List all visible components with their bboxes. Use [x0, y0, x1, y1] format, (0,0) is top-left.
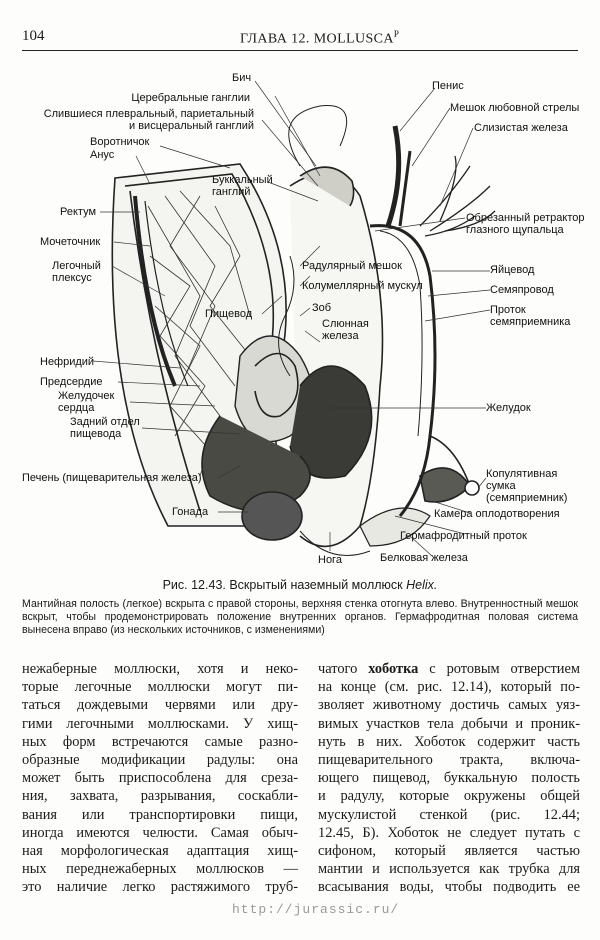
label-posterior-esophagus-1: Задний отдел	[70, 416, 140, 428]
running-head: ГЛАВА 12. MOLLUSCAP	[240, 29, 399, 48]
text-line: нежаберные моллюски, хотя и неко-	[22, 660, 298, 678]
text-line: пищеварительного тракта, включа-	[318, 751, 580, 769]
label-lung-2: плексус	[52, 272, 92, 284]
anatomy-figure: Церебральные ганглии Слившиеся плевральн…	[0, 56, 600, 580]
label-hermaphrodite-duct: Гермафродитный проток	[400, 530, 527, 542]
page-header: 104 ГЛАВА 12. MOLLUSCAP	[22, 28, 578, 50]
text-line: на конце (см. рис. 12.14), который по-	[318, 678, 580, 696]
label-buccal-ganglion-1: Буккальный	[212, 174, 273, 186]
label-crop: Зоб	[312, 302, 331, 314]
label-columellar-muscle: Колумеллярный мускул	[302, 280, 423, 292]
text-line: сифоном, который является частью	[318, 842, 580, 860]
label-esophagus: Пищевод	[205, 308, 252, 320]
label-liver: Печень (пищеварительная железа)	[22, 472, 202, 484]
label-copulatory-sac-3: (семяприемник)	[486, 492, 567, 504]
text-line: вимых участков тела добычи и проник-	[318, 715, 580, 733]
label-oviduct: Яйцевод	[490, 264, 534, 276]
label-penis: Пенис	[432, 80, 464, 92]
text-line: ющего пищевод, буккальную полость	[318, 769, 580, 787]
header-rule	[22, 50, 578, 51]
watermark: http://jurassic.ru/	[232, 902, 399, 917]
label-lung-1: Легочный	[52, 260, 101, 272]
label-ventricle-1: Желудочек	[58, 390, 114, 402]
text-line: образные модификации радулы: она	[22, 751, 298, 769]
label-fused-ganglia-1: Слившиеся плевральный, париетальный	[44, 108, 254, 120]
label-ventricle-2: сердца	[58, 402, 94, 414]
label-foot: Нога	[318, 554, 342, 566]
label-fertilization-chamber: Камера оплодотворения	[434, 508, 560, 520]
label-spermatheca-duct-2: семяприемника	[490, 316, 570, 328]
label-fused-ganglia-2: и висцеральный ганглий	[129, 120, 254, 132]
label-salivary-gland-1: Слюнная	[322, 318, 369, 330]
label-copulatory-sac-1: Копулятивная	[486, 468, 557, 480]
text-line: зволяет животному достичь самых уяз-	[318, 696, 580, 714]
text-line: ния, захвата, разрывания, соскабли-	[22, 787, 298, 805]
figure-caption-title: Рис. 12.43. Вскрытый наземный моллюск He…	[0, 578, 600, 592]
label-cerebral-ganglia: Церебральные ганглии	[131, 92, 250, 104]
text-line: всасывания воды, чтобы подводить ее	[318, 878, 580, 896]
body-column-right: чатого хоботка с ротовым отверстием на к…	[318, 660, 580, 897]
text-line: иногда имеются челюсти. Самая обыч-	[22, 824, 298, 842]
label-dart-sac: Мешок любовной стрелы	[450, 102, 579, 114]
label-sperm-duct: Семяпровод	[490, 284, 554, 296]
label-retractor-2: глазного щупальца	[466, 224, 564, 236]
caption-genus: Helix.	[406, 578, 437, 592]
text-line: чатого хоботка с ротовым отверстием	[318, 660, 580, 678]
text-line: и радулу, которые окружены общей	[318, 787, 580, 805]
label-retractor-1: Обрезанный ретрактор	[466, 212, 585, 224]
text-line: может быть приспособлена для среза-	[22, 769, 298, 787]
text-line: мантии и используется как трубка для	[318, 860, 580, 878]
label-anus: Анус	[90, 149, 114, 161]
text-line: 12.45, Б). Хоботок не следует путать с	[318, 824, 580, 842]
label-flagellum: Бич	[232, 72, 251, 84]
text-line: это наличие легко растяжимого труб-	[22, 878, 298, 896]
label-buccal-ganglion-2: ганглий	[212, 186, 250, 198]
running-head-sup: P	[394, 29, 399, 39]
label-nephridium: Нефридий	[40, 356, 94, 368]
label-albumen-gland: Белковая железа	[380, 552, 468, 564]
label-spermatheca-duct-1: Проток	[490, 304, 526, 316]
text-line: гими легочными моллюсками. У хищ-	[22, 715, 298, 733]
page-number: 104	[22, 28, 45, 45]
text-line: вания или транспортировки пищи,	[22, 806, 298, 824]
label-stomach: Желудок	[486, 402, 531, 414]
text-line: мускулистой стенкой (рис. 12.44;	[318, 806, 580, 824]
text-line: торые легочные моллюски могут пи-	[22, 678, 298, 696]
label-copulatory-sac-2: сумка	[486, 480, 516, 492]
label-mucous-gland: Слизистая железа	[474, 122, 568, 134]
label-salivary-gland-2: железа	[322, 330, 359, 342]
text-line: ных переднежаберных моллюсков —	[22, 860, 298, 878]
text-line: ных форм встречаются самые разно-	[22, 733, 298, 751]
text-line: нуть в них. Хоботок содержит часть	[318, 733, 580, 751]
figure-caption-text: Мантийная полость (легкое) вскрыта с пра…	[22, 598, 578, 637]
body-column-left: нежаберные моллюски, хотя и неко- торые …	[22, 660, 298, 897]
label-posterior-esophagus-2: пищевода	[70, 428, 121, 440]
label-atrium: Предсердие	[40, 376, 102, 388]
term-proboscis: хоботка	[368, 661, 418, 677]
label-ureter: Мочеточник	[40, 236, 100, 248]
label-collar: Воротничок	[90, 136, 149, 148]
label-radula-sac: Радулярный мешок	[302, 260, 402, 272]
text-line: ная морфологическая адаптация хищ-	[22, 842, 298, 860]
text-line: таться дождевыми червями или дру-	[22, 696, 298, 714]
label-rectum: Ректум	[60, 206, 96, 218]
label-gonad: Гонада	[172, 506, 208, 518]
